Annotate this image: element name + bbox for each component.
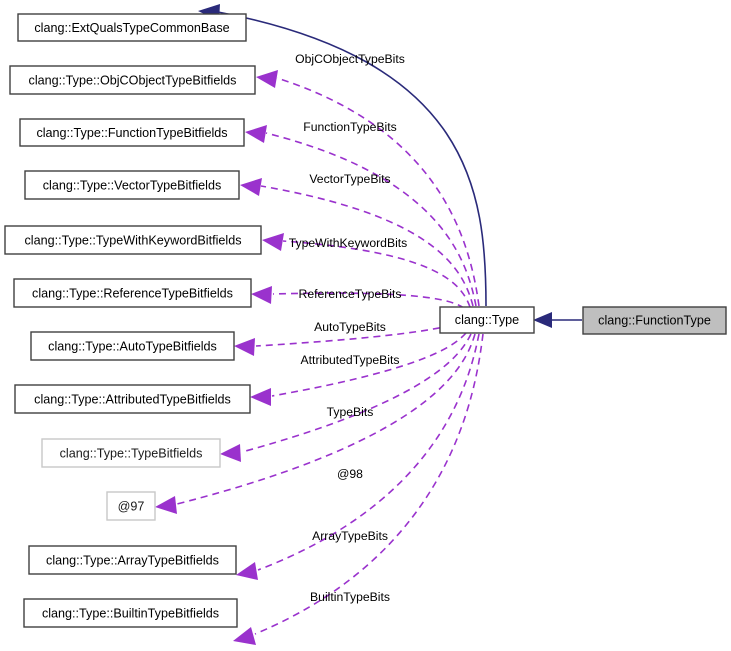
edge-label-referencetypebits: ReferenceTypeBits (299, 287, 402, 301)
node-clang-functiontype[interactable]: clang::FunctionType (582, 306, 727, 335)
edge-layer (155, 4, 582, 645)
edge-label-builtintypebits: BuiltinTypeBits (310, 590, 390, 604)
edge-referencetypebits (251, 286, 465, 309)
node-clang-type-typebitfields[interactable]: clang::Type::TypeBitfields (41, 438, 221, 468)
node-clang-type-referencetypebitfields[interactable]: clang::Type::ReferenceTypeBitfields (13, 278, 252, 308)
node-clang-type-autotypebitfields[interactable]: clang::Type::AutoTypeBitfields (30, 331, 235, 361)
node-clang-type-objcobjecttypebitfields[interactable]: clang::Type::ObjCObjectTypeBitfields (9, 65, 256, 95)
edge-typewithkeywordbits (262, 233, 471, 308)
node-at97[interactable]: @97 (106, 491, 156, 521)
edge-attributedtypebits (250, 332, 467, 406)
edge-vectortypebits (240, 178, 474, 307)
node-clang-type[interactable]: clang::Type (439, 306, 535, 334)
edge-arraytypebits (236, 333, 480, 580)
edge-label-autotypebits: AutoTypeBits (314, 320, 386, 334)
node-clang-type-functiontypebitfields[interactable]: clang::Type::FunctionTypeBitfields (19, 118, 245, 147)
edge-autotypebits (234, 321, 464, 356)
node-layer: clang::ExtQualsTypeCommonBase clang::Typ… (4, 13, 727, 628)
edge-label-arraytypebits: ArrayTypeBits (312, 529, 388, 543)
edge-label-vectortypebits: VectorTypeBits (309, 172, 390, 186)
edge-label-layer: ObjCObjectTypeBits FunctionTypeBits Vect… (289, 52, 408, 604)
edge-typebits (220, 333, 472, 462)
edge-type-to-extqualstypecommonbase (198, 4, 487, 307)
node-clang-extqualstypecommonbase[interactable]: clang::ExtQualsTypeCommonBase (17, 13, 247, 42)
node-clang-type-typewithkeywordbitfields[interactable]: clang::Type::TypeWithKeywordBitfields (4, 225, 262, 255)
edge-at98 (155, 333, 476, 514)
node-clang-type-arraytypebitfields[interactable]: clang::Type::ArrayTypeBitfields (28, 545, 237, 575)
edge-functiontype-to-type (533, 312, 582, 328)
edge-builtintypebits (233, 333, 484, 645)
edge-functiontypebits (245, 125, 477, 307)
node-clang-type-builtintypebitfields[interactable]: clang::Type::BuiltinTypeBitfields (23, 598, 238, 628)
node-clang-type-attributedtypebitfields[interactable]: clang::Type::AttributedTypeBitfields (14, 384, 251, 414)
edge-label-at98: @98 (337, 467, 363, 481)
edge-objcobjecttypebits (256, 70, 480, 307)
edge-label-attributedtypebits: AttributedTypeBits (301, 353, 400, 367)
node-clang-type-vectortypebitfields[interactable]: clang::Type::VectorTypeBitfields (24, 170, 240, 200)
